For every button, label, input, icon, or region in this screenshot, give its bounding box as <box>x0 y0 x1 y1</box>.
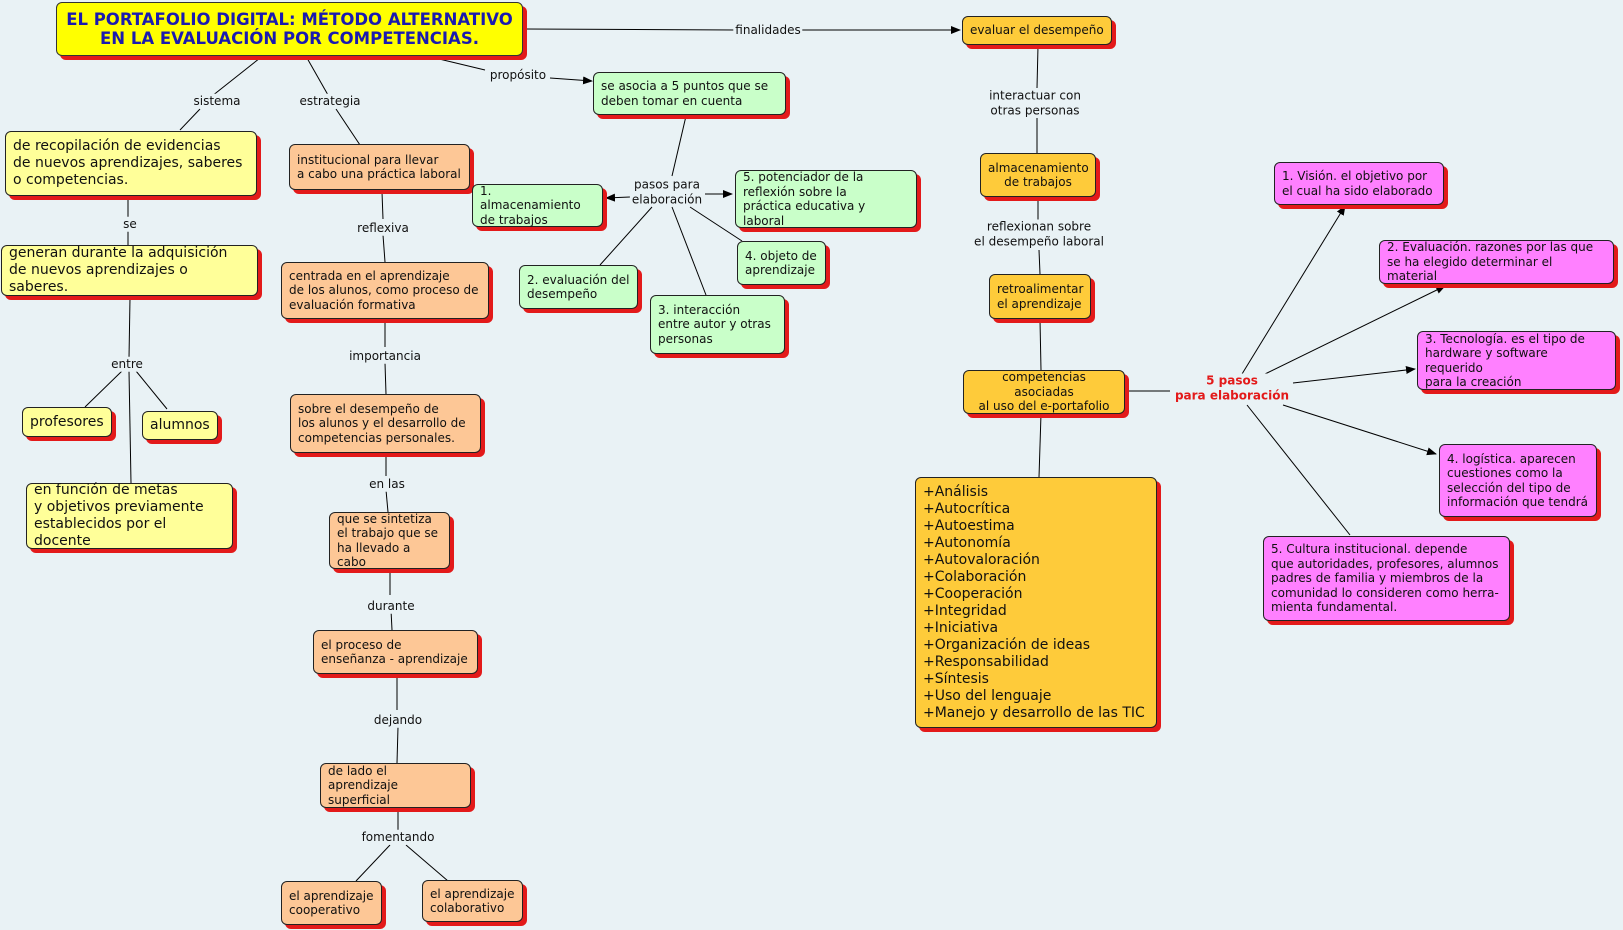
node-evaluar[interactable]: evaluar el desempeño <box>962 16 1112 45</box>
edge-estrategia-b <box>335 108 361 146</box>
edge-cinco-2 <box>1264 285 1446 375</box>
node-potenciador-5[interactable]: 5. potenciador de la reflexión sobre la … <box>735 170 917 228</box>
edge-reflexiva-b <box>382 234 386 263</box>
link-finalidades: finalidades <box>733 22 803 38</box>
edge-cinco-5 <box>1246 404 1351 536</box>
link-se: se <box>121 216 139 232</box>
node-lista-competencias[interactable]: +Análisis +Autocrítica +Autoestima +Auto… <box>915 477 1157 728</box>
node-cooperativo[interactable]: el aprendizaje cooperativo <box>281 881 382 925</box>
edge-entre-d <box>128 370 132 484</box>
edge-cinco-1 <box>1241 205 1346 375</box>
edge-finalidades <box>524 28 737 31</box>
node-proceso[interactable]: el proceso de enseñanza - aprendizaje <box>313 630 478 674</box>
edge-pasos-1 <box>605 193 631 202</box>
node-cultura[interactable]: 5. Cultura institucional. depende que au… <box>1263 536 1510 621</box>
edge-comp-lista <box>1038 413 1042 478</box>
node-evaluacion[interactable]: 2. Evaluación. razones por las que se ha… <box>1379 240 1614 284</box>
node-logistica[interactable]: 4. logística. aparecen cuestiones como l… <box>1439 444 1597 517</box>
edge-durante-b <box>390 609 393 631</box>
node-funcion-metas[interactable]: en función de metas y objetivos previame… <box>26 482 233 549</box>
edge-interactuar-a <box>1036 45 1039 89</box>
node-interaccion-3[interactable]: 3. interacción entre autor y otras perso… <box>650 295 785 354</box>
edge-proposito-arrow <box>549 76 593 85</box>
edge-dejando-b <box>396 726 399 764</box>
link-cinco-pasos: 5 pasos para elaboración <box>1172 373 1292 403</box>
node-objeto-4[interactable]: 4. objeto de aprendizaje <box>737 241 826 285</box>
node-desempeno-alunos[interactable]: sobre el desempeño de los alunos y el de… <box>290 394 481 453</box>
node-retroalimentar[interactable]: retroalimentar el aprendizaje <box>989 274 1091 319</box>
link-reflexiva: reflexiva <box>355 220 411 236</box>
node-recopilacion[interactable]: de recopilación de evidencias de nuevos … <box>5 131 257 196</box>
edge-fomentando-b <box>355 844 391 882</box>
node-almacenamiento[interactable]: almacenamiento de trabajos <box>980 153 1096 197</box>
edge-pasos-2 <box>599 206 653 266</box>
link-entre: entre <box>109 356 145 372</box>
node-se-asocia[interactable]: se asocia a 5 puntos que se deben tomar … <box>593 72 786 115</box>
edge-importancia-b <box>384 362 387 395</box>
edge-entre-b <box>84 370 123 408</box>
link-interactuar: interactuar con otras personas <box>987 88 1083 118</box>
edge-retro-comp <box>1039 319 1042 371</box>
edge-cinco-4 <box>1282 404 1437 456</box>
node-centrada[interactable]: centrada en el aprendizaje de los alunos… <box>281 262 489 319</box>
edge-pasos-4 <box>689 206 743 242</box>
edge-reflexiva-a <box>381 191 384 220</box>
node-generan[interactable]: generan durante la adquisición de nuevos… <box>1 245 258 296</box>
node-colaborativo[interactable]: el aprendizaje colaborativo <box>422 880 523 922</box>
link-durante: durante <box>365 598 417 614</box>
map-title: EL PORTAFOLIO DIGITAL: MÉTODO ALTERNATIV… <box>56 2 523 56</box>
link-reflexionan: reflexionan sobre el desempeño laboral <box>972 219 1106 249</box>
link-proposito: propósito <box>487 67 549 83</box>
link-pasos-para: pasos para elaboración <box>629 177 705 207</box>
edge-proposito <box>434 57 486 71</box>
edge-entre-a <box>128 297 131 359</box>
edge-estrategia-a <box>306 57 329 96</box>
node-institucional[interactable]: institucional para llevar a cabo una prá… <box>289 144 470 190</box>
link-estrategia: estrategia <box>297 93 363 109</box>
node-tecnologia[interactable]: 3. Tecnología. es el tipo de hardware y … <box>1417 331 1616 390</box>
edge-fomentando-c <box>405 844 449 882</box>
node-de-lado[interactable]: de lado el aprendizaje superficial <box>320 763 471 808</box>
node-almacenamiento-1[interactable]: 1. almacenamiento de trabajos <box>472 184 603 227</box>
edge-pasos-3 <box>671 206 707 296</box>
edge-sistema-a <box>206 57 261 101</box>
edge-reflexionan-b <box>1038 249 1041 275</box>
node-evaluacion-2[interactable]: 2. evaluación del desempeño <box>519 265 638 309</box>
node-competencias[interactable]: competencias asociadas al uso del e-port… <box>963 370 1125 414</box>
node-alumnos[interactable]: alumnos <box>142 411 218 440</box>
link-importancia: importancia <box>347 348 423 364</box>
link-sistema: sistema <box>191 93 243 109</box>
edge-pasos-a <box>671 115 687 177</box>
edge-entre-c <box>135 370 168 410</box>
node-sintetiza[interactable]: que se sintetiza el trabajo que se ha ll… <box>329 512 450 569</box>
node-vision[interactable]: 1. Visión. el objetivo por el cual ha si… <box>1274 162 1444 205</box>
node-profesores[interactable]: profesores <box>22 407 112 437</box>
edge-enlas-b <box>385 489 389 513</box>
edge-sistema-b <box>179 108 201 131</box>
link-dejando: dejando <box>371 712 425 728</box>
link-fomentando: fomentando <box>359 829 437 845</box>
edge-cinco-3 <box>1292 366 1416 384</box>
link-en-las: en las <box>367 476 407 492</box>
